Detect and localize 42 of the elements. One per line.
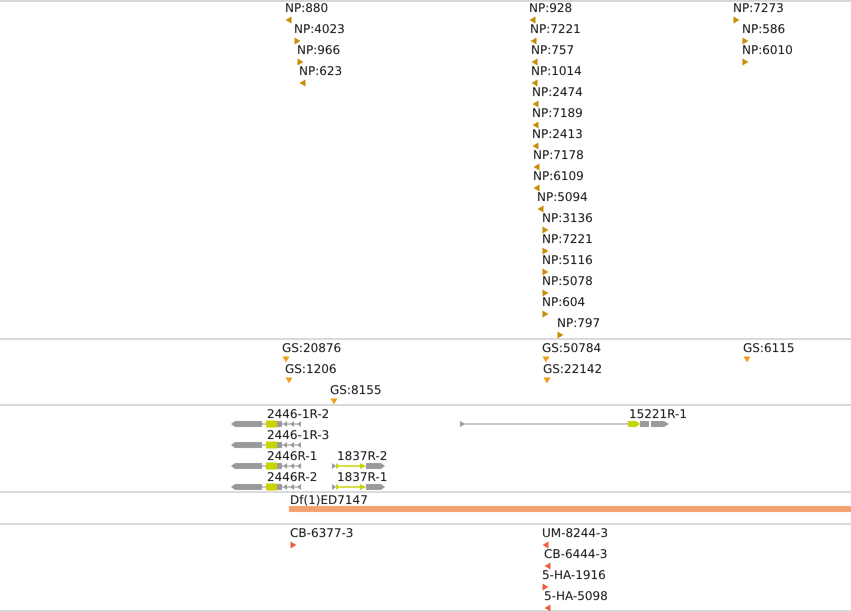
gene-label: 2446-1R-2 [267,408,330,421]
feature-label: NP:928 [529,2,572,15]
feature-label: NP:7178 [533,149,584,162]
gene-label: 1837R-2 [337,450,388,463]
feature-label: GS:20876 [282,342,342,355]
feature-label: NP:2474 [532,86,583,99]
gene-label: 2446R-1 [267,450,318,463]
gene-label: 15221R-1 [629,408,687,421]
feature-label: NP:7273 [733,2,784,15]
feature-label: NP:757 [531,44,574,57]
feature-label: NP:4023 [294,23,345,36]
gene-label: 1837R-1 [337,471,388,484]
feature-label: NP:6109 [533,170,584,183]
feature-label: GS:8155 [330,384,382,397]
gene-label: 2446R-2 [267,471,318,484]
feature-label: NP:7221 [542,233,593,246]
feature-label: 5-HA-1916 [542,569,606,582]
feature-label: GS:6115 [743,342,794,355]
feature-label: NP:586 [742,23,786,36]
feature-label: NP:797 [557,317,600,330]
feature-label: GS:50784 [542,342,602,355]
feature-label: CB-6444-3 [544,548,608,561]
feature-label: GS:22142 [543,363,602,376]
feature-label: NP:7189 [532,107,583,120]
feature-label: NP:5116 [542,254,593,267]
gene-label: 2446-1R-3 [267,429,330,442]
feature-label: GS:1206 [285,363,336,376]
feature-label: NP:3136 [542,212,593,225]
feature-label: NP:2413 [532,128,583,141]
feature-label: 5-HA-5098 [544,590,608,603]
feature-label: CB-6377-3 [290,527,354,540]
feature-label: NP:7221 [530,23,581,36]
feature-label: NP:966 [297,44,340,57]
feature-label: NP:6010 [742,44,793,57]
feature-label: NP:5078 [542,275,593,288]
feature-label: NP:604 [542,296,586,309]
feature-label: NP:880 [285,2,328,15]
deletion-label: Df(1)ED7147 [290,494,368,507]
feature-label: NP:623 [299,65,342,78]
feature-label: NP:1014 [531,65,582,78]
feature-label: UM-8244-3 [542,527,608,540]
feature-label: NP:5094 [537,191,588,204]
